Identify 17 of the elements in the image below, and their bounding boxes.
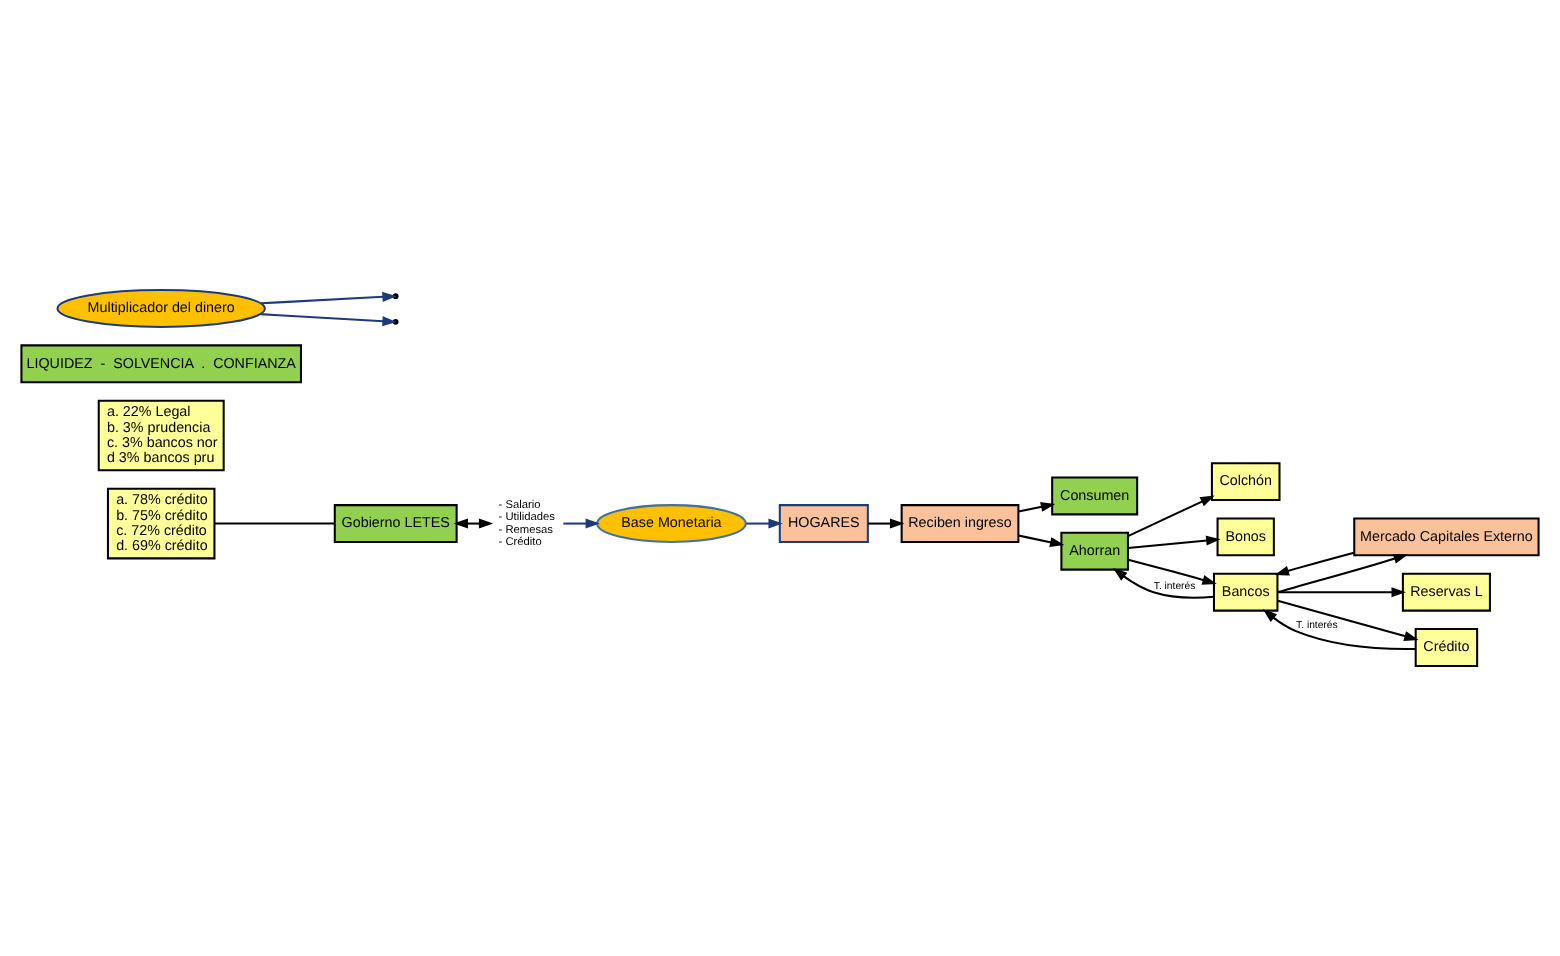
connector — [214, 522, 335, 525]
arrow — [868, 518, 905, 529]
arrow — [260, 313, 397, 327]
arrow — [1277, 587, 1406, 598]
arrow — [260, 291, 397, 305]
arrow — [1127, 558, 1217, 585]
arrow — [1127, 535, 1221, 550]
arrow — [746, 518, 783, 529]
arrow — [1262, 608, 1416, 651]
arrow — [563, 518, 600, 529]
arrow — [1127, 495, 1215, 538]
arrow — [1274, 551, 1355, 576]
arrow — [1112, 567, 1214, 599]
arrow — [1277, 554, 1408, 594]
arrow — [1018, 534, 1065, 548]
arrow — [1277, 599, 1419, 641]
arrow — [1018, 501, 1056, 513]
